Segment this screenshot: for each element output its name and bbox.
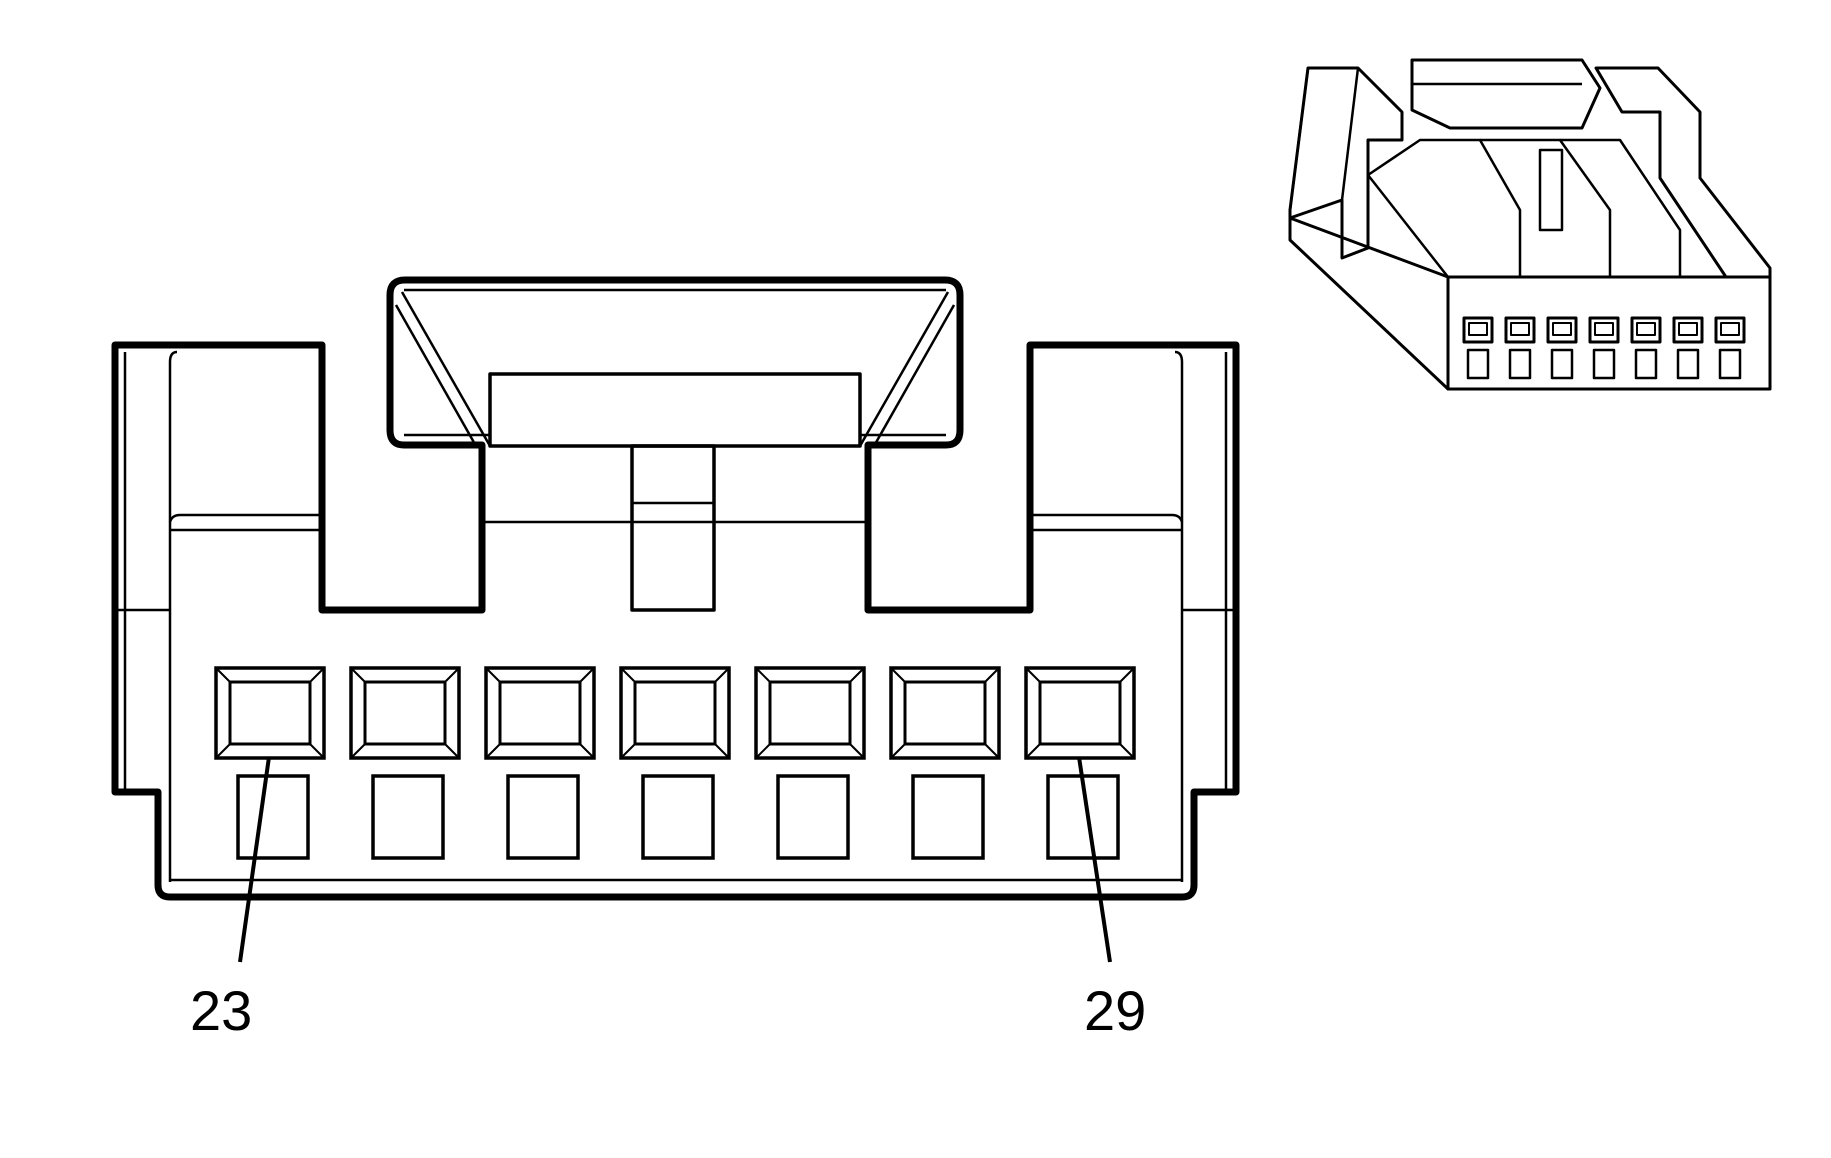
cavity-row: [214, 666, 1136, 860]
iso-left-face: [1288, 216, 1450, 391]
iso-cavity-top-inner: [1552, 322, 1572, 336]
iso-left-post-edge-2: [1340, 67, 1360, 201]
lock-window: [371, 774, 445, 860]
iso-cavity-top: [1672, 316, 1704, 344]
left-shoulder-line: [168, 513, 322, 523]
terminal-cavity: [484, 666, 596, 760]
right-side-rail: [1174, 350, 1184, 882]
latch-window: [488, 372, 862, 448]
latch-bevel-left: [400, 291, 492, 447]
iso-right-post: [1594, 66, 1772, 279]
terminal-cavity: [349, 666, 461, 760]
lock-window: [776, 774, 850, 860]
iso-cavity-top: [1588, 316, 1620, 344]
iso-cavity-bottom: [1718, 348, 1742, 380]
iso-cavity-bottom: [1592, 348, 1616, 380]
iso-cavity-bottom: [1508, 348, 1532, 380]
iso-cavity-bottom: [1676, 348, 1700, 380]
latch-bevel-left-2: [394, 304, 478, 447]
lock-window: [236, 774, 310, 860]
iso-cavity-top-inner: [1636, 322, 1656, 336]
iso-cavity-bottom: [1550, 348, 1574, 380]
latch-tab: [630, 444, 716, 612]
iso-left-post-edge: [1288, 67, 1310, 211]
iso-cavity-grid: [1462, 316, 1746, 380]
leader-line-pin-23: [238, 756, 271, 963]
iso-top-latch: [1410, 58, 1602, 130]
latch: [394, 288, 956, 612]
iso-rib-2: [1480, 138, 1612, 277]
left-side-rail: [168, 350, 178, 882]
right-shoulder-line: [1030, 513, 1184, 523]
lock-window: [641, 774, 715, 860]
iso-slot: [1538, 148, 1564, 232]
iso-left-post: [1288, 66, 1404, 260]
lock-window: [506, 774, 580, 860]
iso-cavity-top: [1630, 316, 1662, 344]
pin-label-first: 23: [190, 979, 252, 1042]
terminal-cavity: [889, 666, 1001, 760]
iso-cavity-top-inner: [1720, 322, 1740, 336]
iso-cavity-top: [1546, 316, 1578, 344]
latch-bevel-right: [858, 291, 950, 447]
iso-cavity-top-inner: [1468, 322, 1488, 336]
terminal-cavity: [1024, 666, 1136, 760]
connector-isometric-view: [1288, 58, 1772, 391]
iso-rib-3: [1560, 138, 1682, 277]
connector-front-view: 23 29: [111, 276, 1240, 1042]
iso-top-edge: [1367, 174, 1449, 278]
lock-window: [911, 774, 985, 860]
iso-cavity-top: [1504, 316, 1536, 344]
iso-cavity-top: [1714, 316, 1746, 344]
leader-line-pin-29: [1077, 756, 1112, 963]
connector-body-outline: [111, 276, 1240, 901]
latch-bevel-right-2: [872, 304, 956, 447]
iso-cavity-top-inner: [1510, 322, 1530, 336]
iso-cavity-top-inner: [1678, 322, 1698, 336]
iso-cavity-top: [1462, 316, 1494, 344]
iso-cavity-top-inner: [1594, 322, 1614, 336]
iso-cavity-bottom: [1466, 348, 1490, 380]
terminal-cavity: [214, 666, 326, 760]
pin-label-last: 29: [1084, 979, 1146, 1042]
terminal-cavity: [619, 666, 731, 760]
terminal-cavity: [754, 666, 866, 760]
iso-cavity-bottom: [1634, 348, 1658, 380]
